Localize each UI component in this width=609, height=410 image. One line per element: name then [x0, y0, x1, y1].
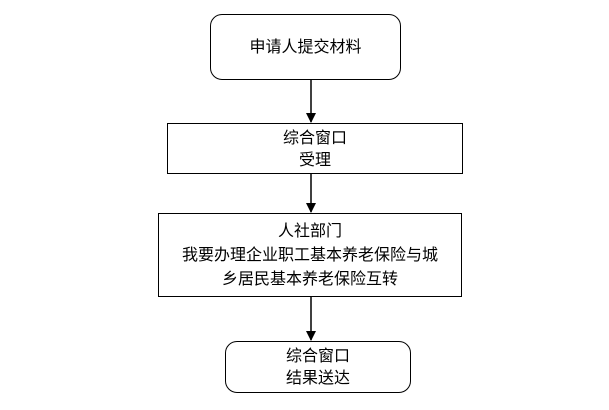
- step-result-delivery: 综合窗口 结果送达: [225, 341, 411, 393]
- step-dept-line2: 我要办理企业职工基本养老保险与城: [181, 245, 438, 264]
- step-submit-label: 申请人提交材料: [249, 37, 362, 56]
- step-accept-line1: 综合窗口: [282, 127, 347, 147]
- step-submit-materials: 申请人提交材料: [210, 14, 401, 80]
- step-hr-department: 人社部门 我要办理企业职工基本养老保险与城 乡居民基本养老保险互转: [158, 213, 462, 297]
- step-window-accept: 综合窗口 受理: [167, 123, 463, 174]
- step-dept-line1: 人社部门: [277, 221, 342, 240]
- step-accept-line2: 受理: [298, 149, 331, 169]
- step-deliver-line1: 综合窗口: [285, 346, 350, 365]
- step-dept-line3: 乡居民基本养老保险互转: [221, 269, 398, 288]
- step-deliver-line2: 结果送达: [285, 368, 350, 387]
